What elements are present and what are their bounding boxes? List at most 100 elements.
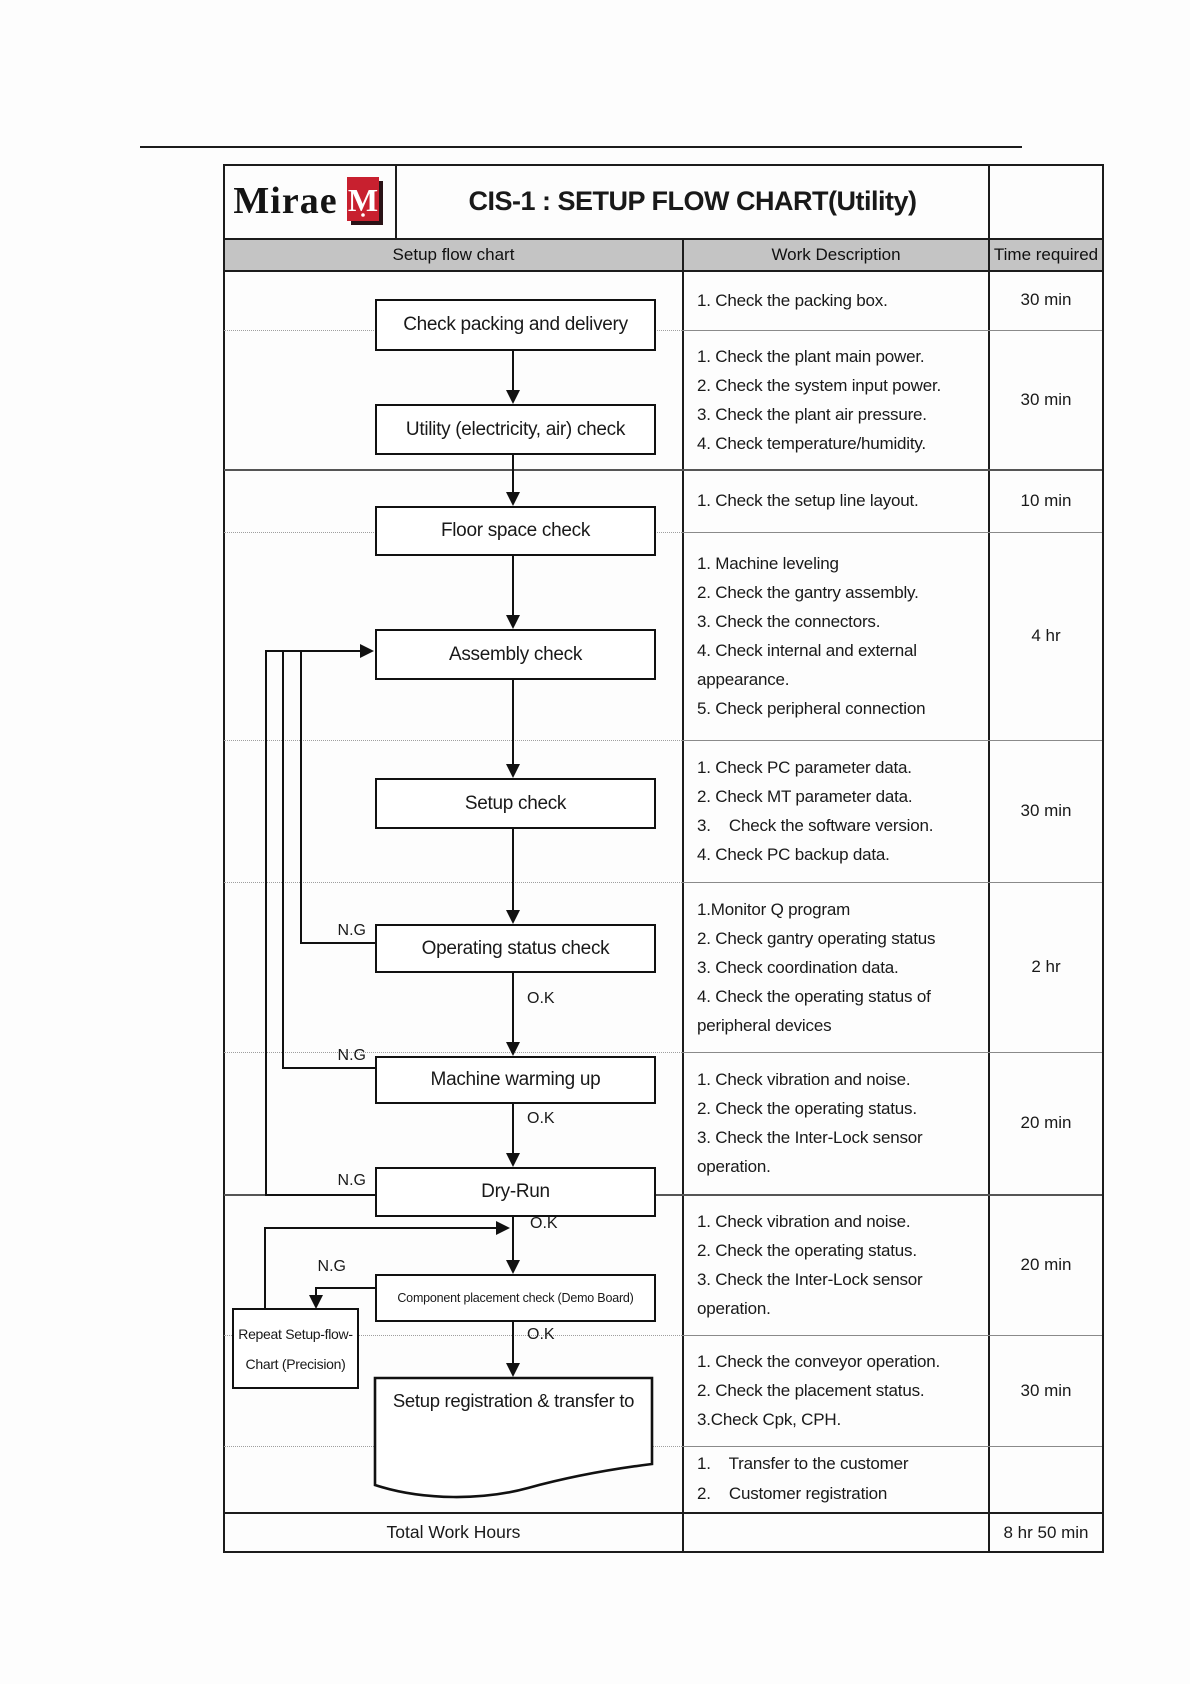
ng-label-operating: N.G bbox=[337, 922, 366, 939]
arrow-down-icon bbox=[506, 1153, 520, 1167]
flow-connector bbox=[512, 676, 514, 765]
time-column-border bbox=[988, 164, 990, 1553]
work-desc-dryrun: 1. Check vibration and noise. 2. Check t… bbox=[697, 1211, 923, 1318]
arrow-right-icon bbox=[496, 1221, 510, 1235]
time-warming: 20 min bbox=[1020, 1113, 1072, 1132]
work-desc-utility: 1. Check the plant main power. 2. Check … bbox=[697, 346, 942, 453]
arrow-down-icon bbox=[506, 910, 520, 924]
flow-node-component: Component placement check (Demo Board) bbox=[375, 1274, 656, 1322]
page-title: CIS-1 : SETUP FLOW CHART(Utility) bbox=[468, 185, 917, 216]
ng-label-dryrun: N.G bbox=[337, 1172, 366, 1189]
ng-feedback-operating bbox=[300, 942, 375, 944]
flow-node-assembly: Assembly check bbox=[375, 629, 656, 680]
column-header-flow: Setup flow chart bbox=[225, 240, 682, 270]
page-top-rule bbox=[140, 146, 1022, 148]
total-work-hours-label: Total Work Hours bbox=[386, 1522, 521, 1542]
desc-column-border bbox=[682, 238, 684, 1553]
flow-connector bbox=[512, 1100, 514, 1155]
flow-node-repeat: Repeat Setup-flow- Chart (Precision) bbox=[232, 1308, 359, 1389]
time-transfer bbox=[990, 1446, 1102, 1512]
row-separator bbox=[682, 1446, 1102, 1447]
flow-node-registration-shape bbox=[373, 1376, 654, 1499]
ng-feedback-dryrun bbox=[265, 1194, 375, 1196]
table-border-left bbox=[223, 164, 225, 1553]
arrow-down-icon bbox=[506, 492, 520, 506]
total-work-hours-value: 8 hr 50 min bbox=[1003, 1522, 1089, 1542]
time-packing: 30 min bbox=[1020, 290, 1072, 309]
table-border-right bbox=[1102, 164, 1104, 1553]
header-row-border bbox=[223, 270, 1104, 272]
ok-label-warming: O.K bbox=[527, 1110, 555, 1127]
time-floor: 10 min bbox=[1020, 490, 1072, 510]
row-separator bbox=[682, 740, 1102, 741]
flow-node-warming: Machine warming up bbox=[375, 1056, 656, 1104]
logo-cell-border bbox=[395, 164, 397, 238]
flow-node-dryrun: Dry-Run bbox=[375, 1167, 656, 1217]
repeat-return-line bbox=[264, 1227, 498, 1229]
repeat-box-line1: Repeat Setup-flow- bbox=[238, 1325, 353, 1342]
ng-feedback-component bbox=[315, 1287, 375, 1289]
arrow-down-icon bbox=[506, 764, 520, 778]
flow-connector bbox=[512, 552, 514, 615]
flow-node-floor: Floor space check bbox=[375, 506, 656, 556]
arrow-down-icon bbox=[506, 1363, 520, 1377]
time-utility: 30 min bbox=[1020, 389, 1072, 409]
ok-label-dryrun: O.K bbox=[530, 1215, 558, 1232]
row-separator bbox=[224, 740, 682, 741]
table-border-bottom bbox=[223, 1551, 1104, 1553]
flow-connector bbox=[512, 825, 514, 911]
work-desc-floor: 1. Check the setup line layout. bbox=[697, 491, 919, 510]
flow-node-operating: Operating status check bbox=[375, 924, 656, 973]
total-row-border bbox=[223, 1512, 1104, 1514]
row-separator bbox=[682, 532, 1102, 533]
title-row-border bbox=[223, 238, 1104, 240]
time-registration: 30 min bbox=[1020, 1380, 1072, 1400]
work-desc-operating: 1.Monitor Q program 2. Check gantry oper… bbox=[697, 899, 936, 1035]
ng-label-warming: N.G bbox=[337, 1047, 366, 1064]
work-desc-warming: 1. Check vibration and noise. 2. Check t… bbox=[697, 1070, 923, 1176]
row-separator bbox=[224, 469, 682, 471]
row-separator bbox=[682, 882, 1102, 883]
work-desc-registration: 1. Check the conveyor operation. 2. Chec… bbox=[697, 1352, 941, 1429]
flow-connector bbox=[512, 1213, 514, 1262]
ng-feedback-component bbox=[315, 1287, 317, 1297]
repeat-return-line bbox=[264, 1228, 266, 1308]
time-operating: 2 hr bbox=[1031, 957, 1061, 976]
ng-label-component: N.G bbox=[317, 1258, 346, 1275]
ng-merge-line bbox=[265, 650, 362, 652]
table-border-top bbox=[223, 164, 1104, 166]
arrow-down-icon bbox=[309, 1295, 323, 1309]
mirae-logo-icon: M bbox=[346, 177, 383, 225]
work-desc-packing: 1. Check the packing box. bbox=[697, 290, 888, 310]
work-desc-assembly: 1. Machine leveling 2. Check the gantry … bbox=[697, 554, 926, 718]
flow-connector bbox=[512, 347, 514, 391]
repeat-box-line2: Chart (Precision) bbox=[245, 1355, 346, 1372]
logo-cell: Mirae M bbox=[223, 164, 395, 238]
work-desc-transfer: 1. Transfer to the customer 2. Customer … bbox=[697, 1454, 909, 1503]
row-separator bbox=[682, 1335, 1102, 1336]
row-separator bbox=[682, 1194, 1102, 1196]
ng-feedback-operating bbox=[300, 650, 302, 943]
time-dryrun: 20 min bbox=[1020, 1254, 1072, 1274]
column-header-work: Work Description bbox=[684, 240, 988, 270]
row-separator bbox=[224, 882, 682, 883]
ok-label-operating: O.K bbox=[527, 990, 555, 1007]
arrow-down-icon bbox=[506, 1260, 520, 1274]
mirae-logo-text: Mirae bbox=[233, 180, 338, 222]
row-separator bbox=[682, 469, 1102, 471]
time-setup: 30 min bbox=[1020, 801, 1072, 820]
flow-connector bbox=[512, 1318, 514, 1364]
ng-feedback-warming bbox=[282, 650, 284, 1068]
time-assembly: 4 hr bbox=[1031, 626, 1061, 645]
row-separator bbox=[682, 1052, 1102, 1053]
row-separator bbox=[224, 1335, 682, 1336]
column-header-time: Time required bbox=[990, 240, 1102, 270]
flow-node-setup: Setup check bbox=[375, 778, 656, 829]
row-separator bbox=[682, 330, 1102, 331]
row-separator bbox=[224, 1052, 682, 1053]
flow-connector bbox=[512, 451, 514, 492]
flow-node-utility: Utility (electricity, air) check bbox=[375, 404, 656, 455]
arrow-right-icon bbox=[360, 644, 374, 658]
ng-feedback-dryrun bbox=[265, 650, 267, 1195]
